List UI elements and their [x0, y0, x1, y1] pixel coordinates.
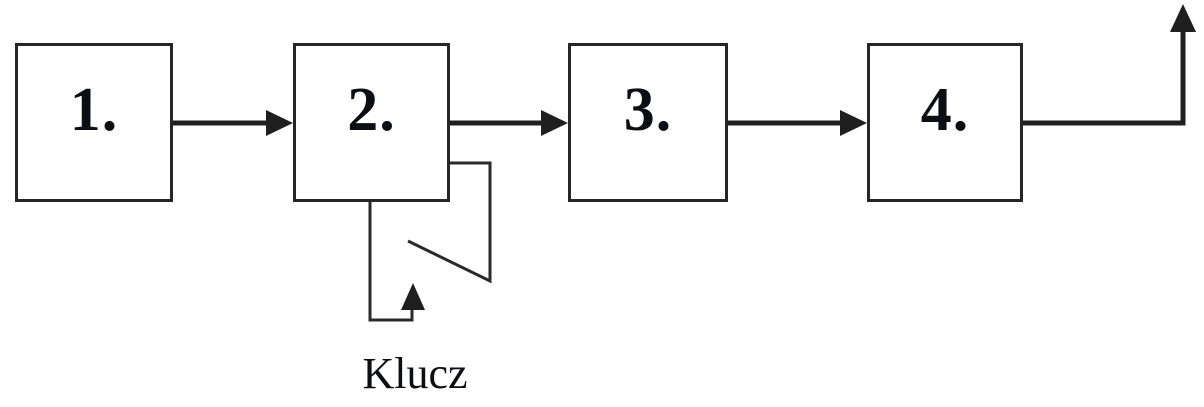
output-arrow	[1023, 4, 1196, 126]
key-feed-line	[368, 202, 414, 322]
arrow-3-4	[728, 110, 867, 136]
block-4-label: 4.	[920, 75, 970, 144]
block-4: 4.	[867, 43, 1023, 202]
key-actuation-arrow	[401, 283, 425, 310]
block-2-label: 2.	[347, 75, 396, 144]
block-3: 3.	[568, 43, 728, 202]
block-1-label: 1.	[69, 75, 119, 144]
block-2: 2.	[293, 43, 450, 202]
key-label: Klucz	[362, 349, 468, 398]
arrow-2-3	[450, 110, 568, 136]
key-switch-branch	[407, 161, 492, 284]
arrow-1-2	[173, 110, 293, 136]
block-1: 1.	[15, 43, 173, 202]
block-3-label: 3.	[623, 75, 673, 144]
